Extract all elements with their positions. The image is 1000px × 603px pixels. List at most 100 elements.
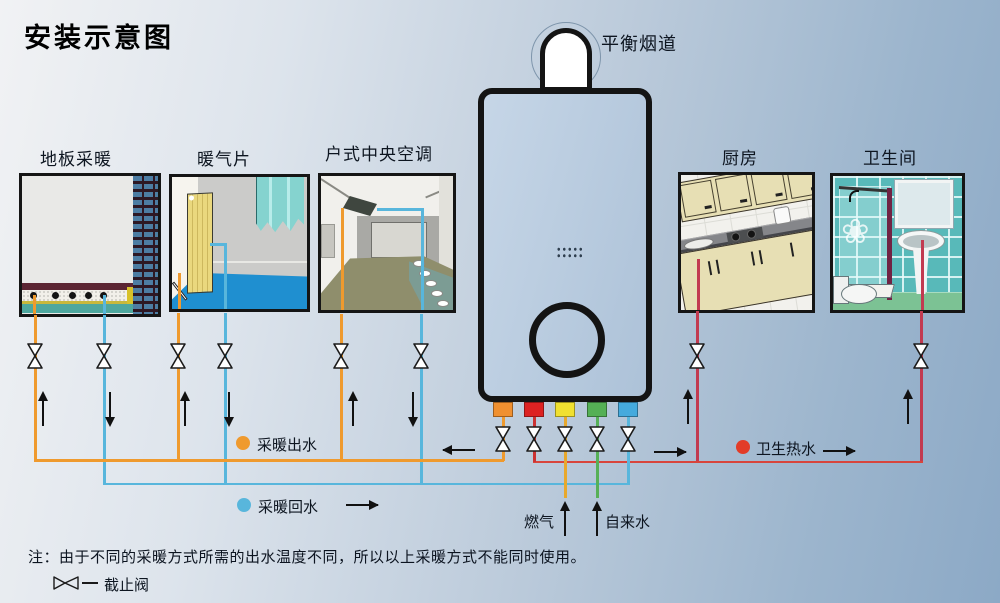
port-tap-water bbox=[587, 402, 607, 417]
flower-decal-icon: ❀ bbox=[841, 212, 870, 252]
room-label-kitchen: 厨房 bbox=[722, 149, 758, 169]
floor-layer-top bbox=[22, 283, 133, 290]
valve-legend-dash bbox=[82, 582, 98, 584]
burner bbox=[730, 231, 741, 243]
cabinet-handle bbox=[739, 198, 748, 203]
shutoff-valve-icon bbox=[589, 426, 605, 452]
flow-arrow-up-icon bbox=[37, 391, 49, 426]
shower-hook-icon bbox=[849, 190, 859, 202]
floor-edge-strip bbox=[127, 287, 133, 304]
heating-return-dot-icon bbox=[237, 498, 251, 512]
curtain-fold bbox=[269, 177, 272, 233]
flow-arrow-down-icon bbox=[223, 392, 235, 427]
pipe-hot-drop-kitchen bbox=[696, 311, 699, 463]
shutoff-valve-icon bbox=[689, 343, 705, 369]
flow-arrow-left-icon bbox=[442, 444, 475, 456]
port-heating-return bbox=[618, 402, 638, 417]
cabinet-handle bbox=[750, 251, 756, 266]
cabinet-door bbox=[785, 175, 812, 200]
flue-label: 平衡烟道 bbox=[601, 34, 677, 55]
shutoff-valve-icon bbox=[913, 343, 929, 369]
floor-layer-screed bbox=[22, 290, 133, 301]
gas-inlet-label: 燃气 bbox=[524, 513, 555, 531]
curtain-fold bbox=[287, 177, 290, 233]
stem-gas bbox=[564, 416, 567, 498]
curtain bbox=[256, 177, 304, 233]
flow-arrow-down-icon bbox=[407, 392, 419, 427]
room-label-bathroom: 卫生间 bbox=[863, 149, 917, 169]
shutoff-valve-icon bbox=[96, 343, 112, 369]
cabinet-handle bbox=[758, 250, 764, 265]
sanitary-hot-water-dot-icon bbox=[736, 440, 750, 454]
legend-heating-supply-label: 采暖出水 bbox=[257, 436, 318, 454]
pipe-return-room3 bbox=[421, 208, 424, 310]
pipe-supply-drop-2 bbox=[177, 313, 180, 461]
room-label-central-ac: 户式中央空调 bbox=[325, 145, 433, 165]
pipe-supply-room2 bbox=[178, 273, 181, 309]
shutoff-valve-legend-icon bbox=[53, 576, 79, 590]
cabinet-handle bbox=[810, 186, 812, 191]
shutoff-valve-icon bbox=[333, 343, 349, 369]
flow-arrow-right-icon bbox=[654, 446, 687, 458]
floor-vent bbox=[437, 300, 449, 307]
toilet-bowl bbox=[841, 284, 877, 304]
shutoff-valve-icon bbox=[557, 426, 573, 452]
flow-arrow-up-icon bbox=[559, 501, 571, 536]
shutoff-valve-icon bbox=[620, 426, 636, 452]
shutoff-valve-icon bbox=[526, 426, 542, 452]
legend-sanitary-hot-water-label: 卫生热水 bbox=[756, 440, 817, 458]
floor-vent bbox=[425, 280, 437, 287]
wall-screen bbox=[371, 222, 427, 258]
room-floor-heating bbox=[19, 173, 161, 317]
room-label-floor-heating: 地板采暖 bbox=[40, 150, 112, 170]
floor-vent bbox=[419, 270, 431, 277]
room-central-ac bbox=[318, 173, 456, 313]
flow-arrow-down-icon bbox=[104, 392, 116, 427]
pipe-hot-drop-bathroom bbox=[920, 311, 923, 463]
cabinet-handle bbox=[704, 205, 712, 210]
wall-hung-boiler bbox=[478, 88, 652, 402]
pipe-return-drop-3 bbox=[420, 314, 423, 485]
balanced-flue bbox=[540, 28, 592, 92]
tap-water-inlet-label: 自来水 bbox=[605, 513, 651, 531]
flow-arrow-up-icon bbox=[347, 391, 359, 426]
floor-layer-membrane bbox=[22, 301, 133, 304]
port-hot-water bbox=[524, 402, 544, 417]
flow-arrow-up-icon bbox=[179, 391, 191, 426]
pipe-supply-room3 bbox=[341, 208, 344, 310]
pipe-supply-drop-1 bbox=[34, 315, 37, 461]
shutoff-valve-icon bbox=[27, 343, 43, 369]
door-panel bbox=[321, 224, 335, 258]
room-kitchen bbox=[678, 172, 815, 313]
floor-pipe-section bbox=[52, 292, 59, 299]
flow-arrow-up-icon bbox=[682, 389, 694, 424]
cabinet-handle bbox=[775, 192, 783, 197]
boiler-dial bbox=[529, 302, 605, 378]
floor-pipe-section bbox=[69, 292, 76, 299]
page-title: 安装示意图 bbox=[24, 23, 174, 54]
shutoff-valve-icon bbox=[170, 343, 186, 369]
pipe-heating-return-main bbox=[103, 482, 629, 485]
baseboard bbox=[198, 261, 307, 263]
brick-wall bbox=[133, 176, 158, 314]
stem-tap-water bbox=[596, 416, 599, 498]
valve-legend-label: 截止阀 bbox=[104, 576, 150, 594]
shutoff-valve-icon bbox=[413, 343, 429, 369]
counter-canister bbox=[772, 205, 792, 226]
pipe-return-drop-2 bbox=[224, 313, 227, 485]
shutoff-valve-icon bbox=[495, 426, 511, 452]
floor-layer-insulation bbox=[22, 303, 133, 313]
legend-heating-return-label: 采暖回水 bbox=[258, 498, 319, 516]
boiler-vent-dots bbox=[556, 246, 583, 258]
floor-vent bbox=[431, 290, 443, 297]
cabinet-door bbox=[750, 175, 788, 206]
pipe-return-room1 bbox=[103, 295, 106, 314]
pipe-hot-water-bathroom bbox=[921, 240, 924, 310]
cabinet-door bbox=[681, 179, 717, 218]
shutoff-valve-icon bbox=[217, 343, 233, 369]
pipe-supply-room1 bbox=[33, 295, 36, 314]
port-gas bbox=[555, 402, 575, 417]
room-bathroom: ❀ bbox=[830, 173, 965, 313]
mirror bbox=[895, 180, 953, 228]
